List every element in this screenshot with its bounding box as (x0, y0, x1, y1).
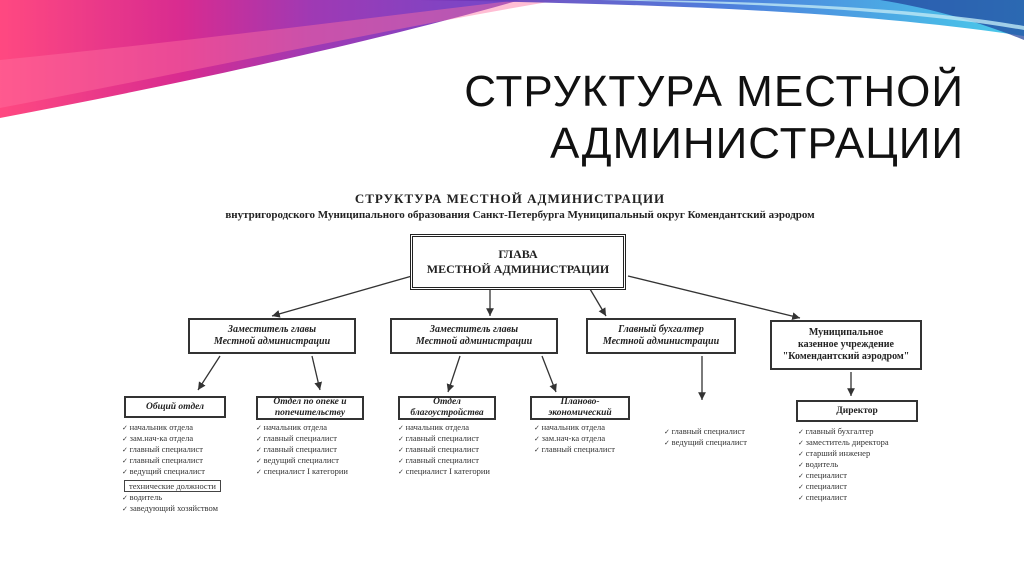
municipal-institution-line2: казенное учреждение (798, 339, 894, 350)
head-box: ГЛАВА МЕСТНОЙ АДМИНИСТРАЦИИ (410, 234, 626, 290)
head-line1: ГЛАВА (498, 247, 538, 261)
landscaping-dept-staff: начальник отдела главный специалист глав… (398, 422, 490, 477)
list-item: начальник отдела (398, 422, 490, 433)
list-item: специалист (798, 481, 889, 492)
list-item: главный специалист (122, 455, 205, 466)
list-item: начальник отдела (256, 422, 348, 433)
municipal-institution-line3: "Комендантский аэродром" (782, 351, 910, 362)
diagram-title: СТРУКТУРА МЕСТНОЙ АДМИНИСТРАЦИИ (354, 191, 666, 206)
technical-positions-label: технические должности (124, 480, 221, 492)
list-item: зам.нач-ка отдела (534, 433, 615, 444)
economic-dept-box: Планово- экономический (530, 396, 630, 420)
list-item: главный специалист (256, 444, 348, 455)
slide-title: СТРУКТУРА МЕСТНОЙ АДМИНИСТРАЦИИ (464, 66, 964, 170)
list-item: начальник отдела (534, 422, 615, 433)
list-item: главный специалист (664, 426, 747, 437)
list-item: старший инженер (798, 448, 889, 459)
deputy-head-box-1: Заместитель главы Местной администрации (188, 318, 356, 354)
deputy-head-1-line1: Заместитель главы (227, 324, 317, 335)
director-staff: главный бухгалтер заместитель директора … (798, 426, 889, 503)
list-item: ведущий специалист (122, 466, 205, 477)
landscaping-dept-box: Отдел благоустройства (398, 396, 496, 420)
deputy-head-2-line1: Заместитель главы (429, 324, 519, 335)
municipal-institution-box: Муниципальное казенное учреждение "Комен… (770, 320, 922, 370)
list-item: специалист I категории (256, 466, 348, 477)
economic-dept-line2: экономический (548, 408, 612, 418)
diagram-subtitle: внутригородского Муниципального образова… (225, 209, 815, 221)
landscaping-dept-line2: благоустройства (410, 408, 484, 418)
general-dept-staff: начальник отдела зам.нач-ка отдела главн… (122, 422, 205, 477)
list-item: главный специалист (534, 444, 615, 455)
chief-accountant-line1: Главный бухгалтер (618, 324, 704, 335)
list-item: ведущий специалист (664, 437, 747, 448)
chief-accountant-staff: главный специалист ведущий специалист (664, 426, 747, 448)
list-item: главный специалист (398, 455, 490, 466)
list-item: главный специалист (398, 433, 490, 444)
list-item: главный бухгалтер (798, 426, 889, 437)
guardianship-dept-staff: начальник отдела главный специалист глав… (256, 422, 348, 477)
list-item: заведующий хозяйством (122, 503, 218, 514)
landscaping-dept-line1: Отдел (433, 397, 461, 407)
list-item: ведущий специалист (256, 455, 348, 466)
slide-title-line2: АДМИНИСТРАЦИИ (549, 119, 964, 168)
list-item: водитель (122, 492, 218, 503)
director-label: Директор (836, 405, 878, 416)
guardianship-dept-box: Отдел по опеке и попечительству (256, 396, 364, 420)
list-item: специалист I категории (398, 466, 490, 477)
technical-positions-staff: водитель заведующий хозяйством (122, 492, 218, 514)
list-item: заместитель директора (798, 437, 889, 448)
decorative-banner (0, 0, 1024, 118)
chief-accountant-box: Главный бухгалтер Местной администрации (586, 318, 736, 354)
slide-title-line1: СТРУКТУРА МЕСТНОЙ (464, 67, 964, 116)
municipal-institution-line1: Муниципальное (808, 327, 884, 338)
list-item: специалист (798, 492, 889, 503)
list-item: главный специалист (398, 444, 490, 455)
guardianship-dept-line1: Отдел по опеке и (273, 397, 347, 407)
economic-dept-line1: Планово- (560, 397, 600, 407)
list-item: главный специалист (122, 444, 205, 455)
deputy-head-2-line2: Местной администрации (415, 336, 533, 347)
head-line2: МЕСТНОЙ АДМИНИСТРАЦИИ (426, 262, 610, 276)
guardianship-dept-line2: попечительству (274, 408, 346, 418)
deputy-head-box-2: Заместитель главы Местной администрации (390, 318, 558, 354)
list-item: водитель (798, 459, 889, 470)
director-box: Директор (796, 400, 918, 422)
list-item: главный специалист (256, 433, 348, 444)
general-dept-label: Общий отдел (145, 401, 205, 412)
list-item: зам.нач-ка отдела (122, 433, 205, 444)
deputy-head-1-line2: Местной администрации (213, 336, 331, 347)
economic-dept-staff: начальник отдела зам.нач-ка отдела главн… (534, 422, 615, 455)
list-item: специалист (798, 470, 889, 481)
list-item: начальник отдела (122, 422, 205, 433)
general-dept-box: Общий отдел (124, 396, 226, 418)
chief-accountant-line2: Местной администрации (602, 336, 720, 347)
